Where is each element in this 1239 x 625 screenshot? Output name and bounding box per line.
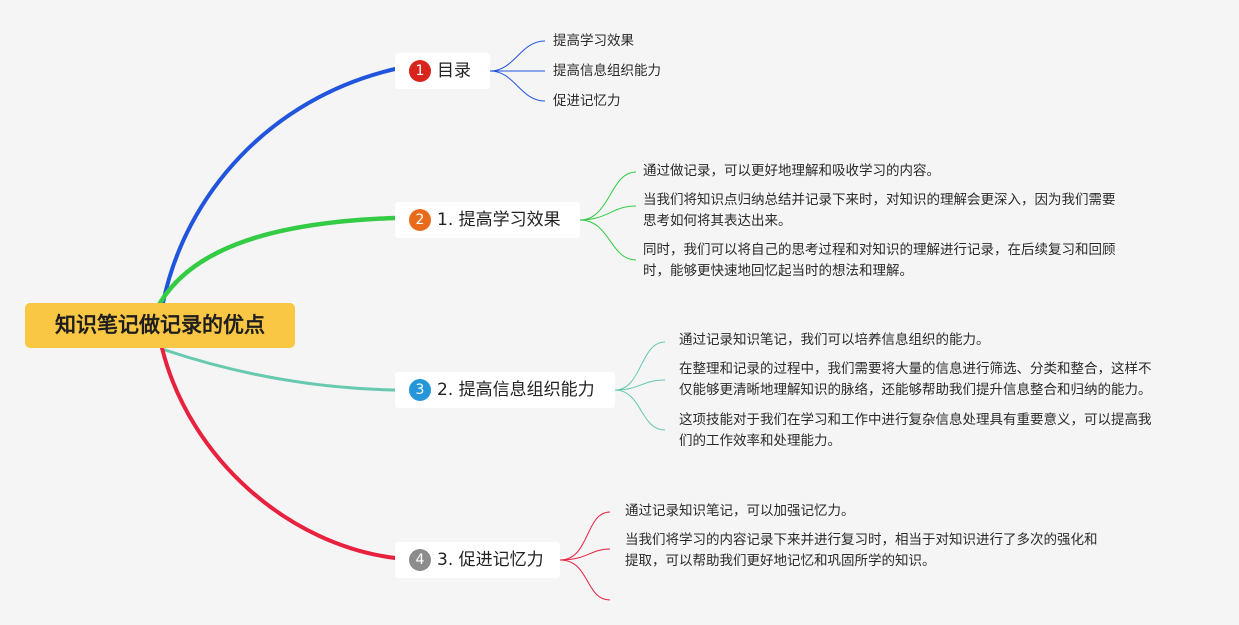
- number-badge: 3: [409, 379, 431, 401]
- learning-point[interactable]: 当我们将知识点归纳总结并记录下来时，对知识的理解会更深入，因为我们需要 思考如何…: [643, 190, 1116, 232]
- branch-label: 目录: [437, 61, 471, 81]
- memory-point[interactable]: 通过记录知识笔记，可以加强记忆力。: [625, 501, 855, 522]
- connector-memory: [160, 346, 397, 560]
- fan-toc: [489, 40, 546, 102]
- fan-learning: [579, 171, 637, 261]
- text-line: 提取，可以帮助我们更好地记忆和巩固所学的知识。: [625, 553, 936, 569]
- text-line: 这项技能对于我们在学习和工作中进行复杂信息处理具有重要意义，可以提高我: [679, 412, 1152, 428]
- branch-label: 3. 促进记忆力: [437, 550, 544, 570]
- number-badge: 4: [409, 549, 431, 571]
- text-line: 思考如何将其表达出来。: [643, 213, 792, 229]
- branch-memory[interactable]: 4 3. 促进记忆力: [395, 542, 560, 578]
- branch-learning[interactable]: 2 1. 提高学习效果: [395, 202, 580, 238]
- text-line: 仅能够更清晰地理解知识的脉络，还能够帮助我们提升信息整合和归纳的能力。: [679, 382, 1152, 398]
- toc-item[interactable]: 促进记忆力: [553, 93, 621, 109]
- toc-item[interactable]: 提高学习效果: [553, 33, 634, 49]
- text-line: 同时，我们可以将自己的思考过程和对知识的理解进行记录，在后续复习和回顾: [643, 242, 1116, 258]
- central-topic[interactable]: 知识笔记做记录的优点: [25, 303, 295, 348]
- text-line: 当我们将知识点归纳总结并记录下来时，对知识的理解会更深入，因为我们需要: [643, 192, 1116, 208]
- memory-point[interactable]: 当我们将学习的内容记录下来并进行复习时，相当于对知识进行了多次的强化和 提取，可…: [625, 530, 1098, 572]
- connector-learning: [157, 215, 398, 306]
- fan-memory: [559, 511, 611, 601]
- branch-toc[interactable]: 1 目录: [395, 53, 490, 89]
- connector-toc: [161, 67, 397, 305]
- organization-point[interactable]: 这项技能对于我们在学习和工作中进行复杂信息处理具有重要意义，可以提高我 们的工作…: [679, 410, 1152, 452]
- text-line: 通过记录知识笔记，可以加强记忆力。: [625, 503, 855, 519]
- branch-label: 1. 提高学习效果: [437, 210, 561, 230]
- fan-organization: [614, 341, 666, 431]
- number-badge: 1: [409, 60, 431, 82]
- learning-point[interactable]: 同时，我们可以将自己的思考过程和对知识的理解进行记录，在后续复习和回顾 时，能够…: [643, 240, 1116, 282]
- text-line: 在整理和记录的过程中，我们需要将大量的信息进行筛选、分类和整合，这样不: [679, 361, 1152, 377]
- branch-label: 2. 提高信息组织能力: [437, 380, 595, 400]
- number-badge: 2: [409, 209, 431, 231]
- toc-item[interactable]: 提高信息组织能力: [553, 63, 661, 79]
- organization-point[interactable]: 在整理和记录的过程中，我们需要将大量的信息进行筛选、分类和整合，这样不 仅能够更…: [679, 359, 1152, 401]
- text-line: 们的工作效率和处理能力。: [679, 433, 841, 449]
- branch-organization[interactable]: 3 2. 提高信息组织能力: [395, 372, 615, 408]
- organization-point[interactable]: 通过记录知识笔记，我们可以培养信息组织的能力。: [679, 330, 990, 351]
- connector-organization: [163, 348, 397, 392]
- text-line: 通过记录知识笔记，我们可以培养信息组织的能力。: [679, 332, 990, 348]
- text-line: 通过做记录，可以更好地理解和吸收学习的内容。: [643, 163, 940, 179]
- learning-point[interactable]: 通过做记录，可以更好地理解和吸收学习的内容。: [643, 161, 940, 182]
- text-line: 当我们将学习的内容记录下来并进行复习时，相当于对知识进行了多次的强化和: [625, 532, 1098, 548]
- text-line: 时，能够更快速地回忆起当时的想法和理解。: [643, 263, 913, 279]
